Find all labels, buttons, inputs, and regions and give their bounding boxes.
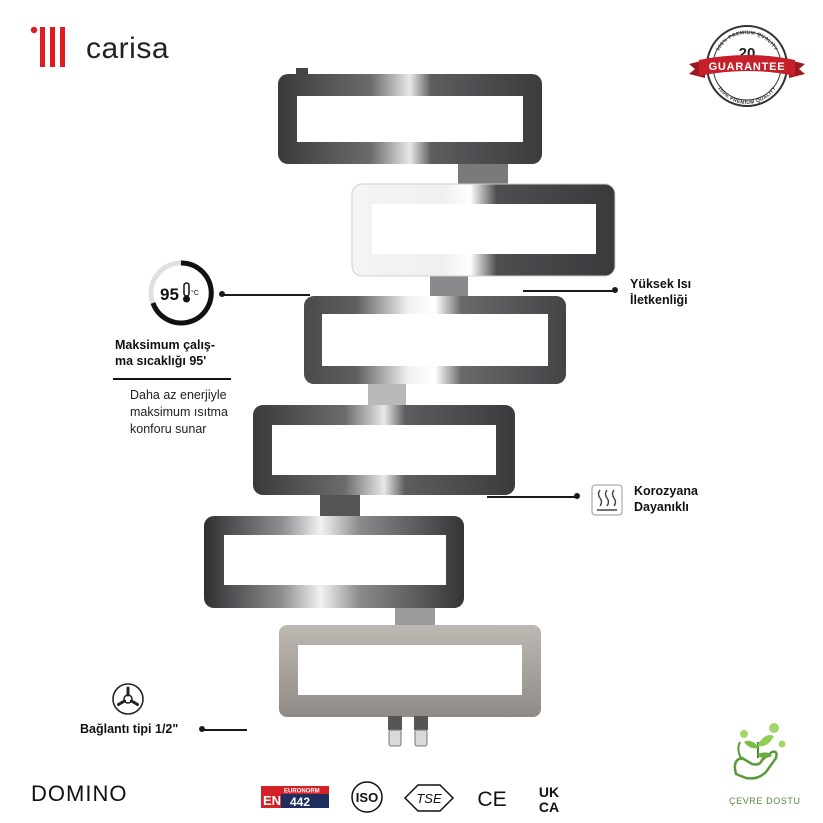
corrosion-line1: Korozyana	[634, 484, 698, 498]
corrosion-callout-line	[487, 496, 577, 498]
temperature-unit: °C	[191, 289, 199, 297]
temp-callout-line	[222, 294, 310, 296]
connection-callout-line	[203, 729, 247, 731]
euronorm-text: EURONORM	[284, 789, 320, 795]
valve-connection-icon	[112, 683, 144, 715]
corrosion-callout-dot	[574, 493, 580, 499]
brand-name: carisa	[86, 32, 170, 65]
heat-conductivity-label: Yüksek Isı İletkenliği	[630, 276, 720, 308]
divider	[113, 378, 231, 380]
brand-logo-icon	[30, 26, 65, 67]
energy-line1: Daha az enerjiyle	[130, 388, 227, 402]
heat-callout-dot	[612, 287, 618, 293]
guarantee-word: GUARANTEE	[709, 61, 786, 73]
corrosion-resistant-label: Korozyana Dayanıklı	[634, 483, 724, 515]
energy-line2: maksimum ısıtma	[130, 405, 228, 419]
heat-line2: İletkenliği	[630, 293, 688, 307]
heat-waves-icon	[591, 484, 623, 516]
ukca-top: UK	[539, 784, 559, 800]
eco-friendly-label: ÇEVRE DOSTU	[729, 796, 801, 806]
temperature-badge: 95 °C	[148, 260, 214, 326]
certification-logos: EN EURONORM 442 ISO TSE CE UK CA	[261, 781, 559, 815]
tse-text: TSE	[416, 791, 442, 806]
en-text: EN	[263, 793, 281, 808]
energy-line3: konforu sunar	[130, 422, 207, 436]
temperature-value: 95	[160, 285, 179, 304]
max-temp-line1: Maksimum çalış-	[115, 338, 216, 352]
model-name: DOMINO	[31, 781, 128, 806]
connection-callout-dot	[199, 726, 205, 732]
ukca-mark: UK CA	[539, 784, 559, 815]
max-temp-line2: ma sıcaklığı 95'	[115, 354, 207, 368]
heat-callout-line	[523, 290, 615, 292]
corrosion-line2: Dayanıklı	[634, 500, 689, 514]
connection-type-label: Bağlantı tipi 1/2"	[80, 722, 179, 736]
energy-description: Daha az enerjiyle maksimum ısıtma konfor…	[130, 387, 260, 438]
en442-number: 442	[290, 795, 310, 809]
thermometer-icon	[183, 282, 190, 303]
hand-plant-icon	[733, 723, 786, 780]
heat-line1: Yüksek Isı	[630, 277, 692, 291]
tse-logo: TSE	[403, 784, 455, 812]
ukca-bottom: CA	[539, 799, 559, 815]
radiator-illustration	[204, 68, 616, 747]
iso-logo: ISO	[351, 781, 383, 813]
en442-logo: EN EURONORM 442	[261, 786, 329, 809]
max-temp-label: Maksimum çalış- ma sıcaklığı 95'	[115, 337, 245, 369]
guarantee-seal: 100% PREMIUM QUALITY 100% PREMIUM QUALIT…	[689, 25, 805, 107]
ce-mark: CE	[477, 788, 506, 811]
iso-text: ISO	[356, 790, 378, 805]
